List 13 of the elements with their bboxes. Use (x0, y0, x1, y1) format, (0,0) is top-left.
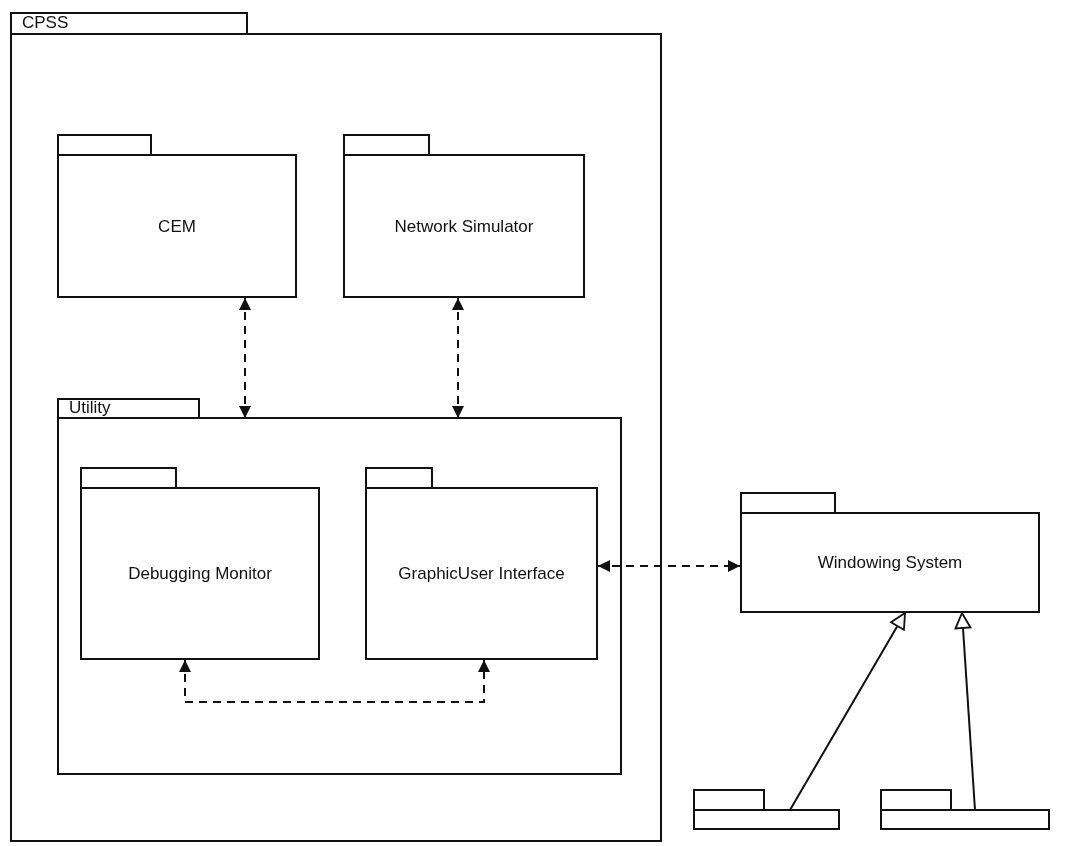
package-name: Windowing System (817, 552, 963, 574)
dependency-arrow (179, 659, 490, 703)
package-name: GraphicUser Interface (398, 563, 565, 585)
package-name: Network Simulator (394, 215, 534, 238)
package-name: CEM (158, 215, 196, 238)
generalization-arrow (954, 612, 976, 811)
dependency-arrow (239, 297, 251, 419)
generalization-arrow (789, 612, 906, 811)
package-name: Debugging Monitor (128, 563, 272, 585)
dependency-arrow (597, 560, 741, 572)
package-name: Utility (69, 397, 111, 419)
package-name: CPSS (22, 12, 69, 34)
dependency-arrow (452, 297, 464, 419)
